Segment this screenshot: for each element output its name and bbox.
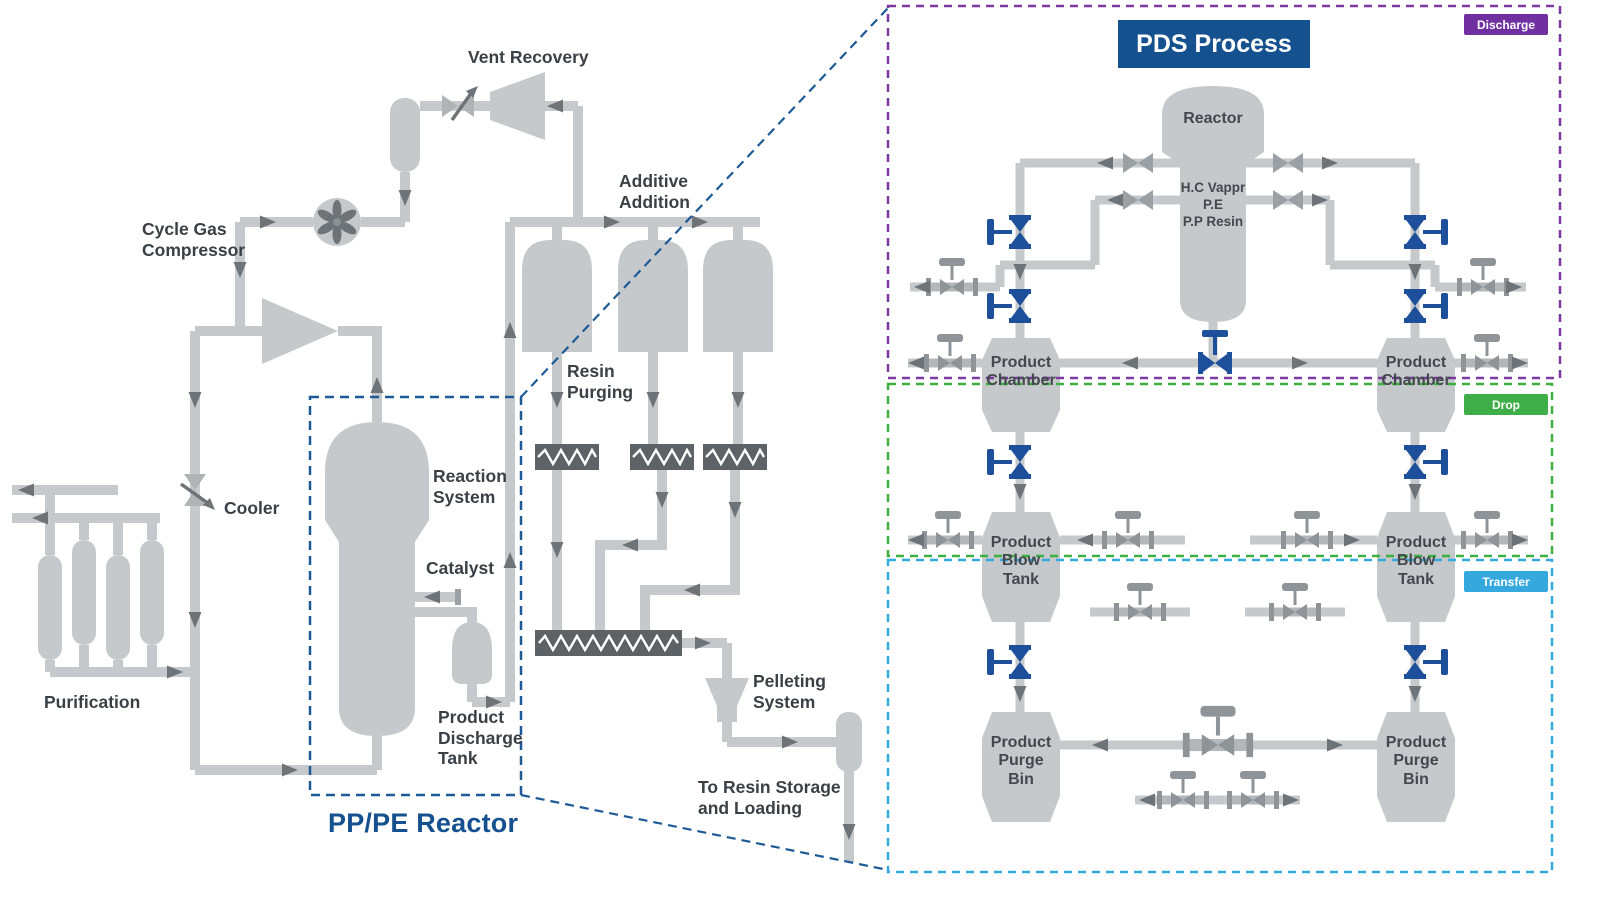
transfer-section-dashed-box [886, 558, 1554, 874]
compressor-icon [262, 298, 338, 364]
pp-pe-reactor-dashed-box [308, 395, 523, 797]
label-product-blow-tank-right: Product Blow Tank [1385, 534, 1447, 588]
product-chamber-right-vessel [1377, 338, 1455, 432]
label-product-chamber-right: Product Chamber [1381, 354, 1451, 390]
label-resin-purging: Resin Purging [567, 361, 634, 402]
pelleting-hopper-icon [705, 678, 749, 722]
vent-recovery-vessel [390, 98, 420, 172]
valve-cluster-icon [1461, 334, 1513, 372]
additive-resin-tanks [522, 240, 773, 352]
label-product-purge-bin-right: Product Purge Bin [1385, 734, 1447, 788]
label-pds-reactor-contents: H.C Vappr P.E P.P Resin [1180, 180, 1246, 229]
product-blow-tank-left-vessel [982, 512, 1060, 622]
valve-cluster-icon [922, 511, 974, 549]
zoom-connector-bottom [520, 793, 889, 872]
valve-cluster-icon [1269, 583, 1321, 621]
long-screen-cooler-icon [533, 628, 684, 658]
label-purification: Purification [44, 692, 141, 712]
label-product-purge-bin-left: Product Purge Bin [990, 734, 1052, 788]
valve-cluster-icon [1461, 511, 1513, 549]
label-product-chamber-left: Product Chamber [986, 354, 1056, 390]
purge-cooler-icon [533, 442, 601, 472]
gray-valve-icon [1273, 190, 1303, 210]
badge-drop: Drop [1464, 394, 1548, 415]
purification-vessels [38, 540, 164, 660]
piping-left [12, 101, 854, 862]
cycle-gas-compressor-fan-icon [313, 198, 361, 246]
pellet-silo-vessel [836, 712, 862, 772]
gray-valve-icon [1123, 153, 1153, 173]
catalyst-flange-icon [455, 589, 461, 605]
label-pds-reactor: Reactor [1183, 110, 1243, 127]
badge-transfer: Transfer [1464, 571, 1548, 592]
vent-recovery-turbine-icon [490, 72, 545, 140]
valve-cluster-icon [1457, 258, 1509, 296]
drop-section-dashed-box [886, 382, 1554, 558]
pds-process-title: PDS Process [1118, 20, 1310, 68]
purge-cooler-icon [701, 442, 769, 472]
gray-valve-icon [1273, 153, 1303, 173]
product-discharge-tank-vessel [452, 622, 492, 684]
label-product-blow-tank-left: Product Blow Tank [990, 534, 1052, 588]
purge-cooler-icon [628, 442, 696, 472]
label-additive-addition: Additive Addition [619, 171, 690, 212]
discharge-section-dashed-box [886, 4, 1562, 380]
product-purge-bin-left-vessel [982, 712, 1060, 822]
label-cooler: Cooler [224, 498, 280, 518]
pds-reactor-vessel [1162, 86, 1264, 322]
label-pp-pe-reactor: PP/PE Reactor [328, 808, 519, 838]
product-purge-bin-right-vessel [1377, 712, 1455, 822]
badge-discharge: Discharge [1464, 14, 1548, 35]
label-pelleting-system: Pelleting System [753, 671, 826, 712]
product-blow-tank-right-vessel [1377, 512, 1455, 622]
valve-cluster-icon [1114, 583, 1166, 621]
label-vent-recovery: Vent Recovery [468, 47, 589, 67]
valve-cluster-icon [1102, 511, 1154, 549]
label-catalyst: Catalyst [426, 558, 495, 578]
gray-valve-icon [1123, 190, 1153, 210]
label-to-resin-storage: To Resin Storage and Loading [698, 777, 841, 818]
label-product-discharge-tank: Product Discharge Tank [438, 707, 523, 769]
valve-cluster-icon [1182, 705, 1254, 758]
valve-cluster-icon [926, 258, 978, 296]
valve-cluster-icon [1227, 771, 1279, 809]
valve-cluster-icon [924, 334, 976, 372]
label-cycle-gas-compressor: Cycle Gas Compressor [142, 219, 246, 260]
valve-cluster-icon [1281, 511, 1333, 549]
valve-cluster-icon [1157, 771, 1209, 809]
label-reaction-system: Reaction System [433, 466, 507, 507]
reaction-system-reactor-vessel [325, 422, 429, 736]
